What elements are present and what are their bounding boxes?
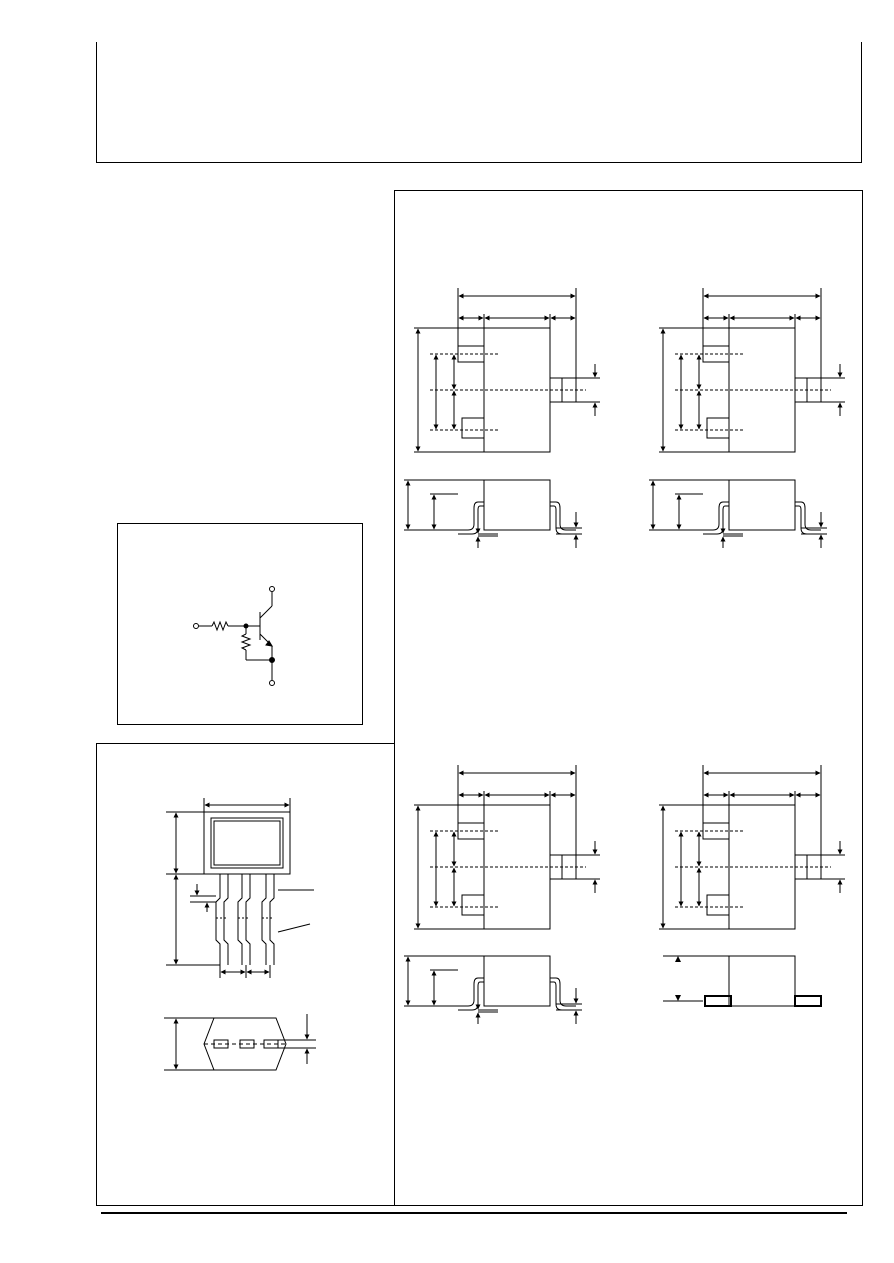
- package-through-hole: [166, 798, 314, 978]
- package-bottom-right-side: [663, 955, 822, 1007]
- transistor-circuit: [193, 586, 275, 686]
- equivalent-circuit-box: [117, 523, 363, 725]
- header-frame: [96, 42, 862, 163]
- package-bottom-left: [414, 765, 600, 929]
- package-top-left-side: [404, 480, 582, 548]
- package-top-right-side: [649, 480, 827, 548]
- package-top-left: [414, 288, 600, 452]
- package-bottom-right: [659, 765, 845, 929]
- package-through-hole-side: [164, 1014, 316, 1071]
- package-bottom-left-side: [404, 956, 582, 1024]
- outline-drawings-frame: [96, 743, 395, 1206]
- package-top-right: [659, 288, 845, 452]
- package-drawings-frame: [394, 190, 863, 1206]
- footer-rule: [101, 1212, 847, 1214]
